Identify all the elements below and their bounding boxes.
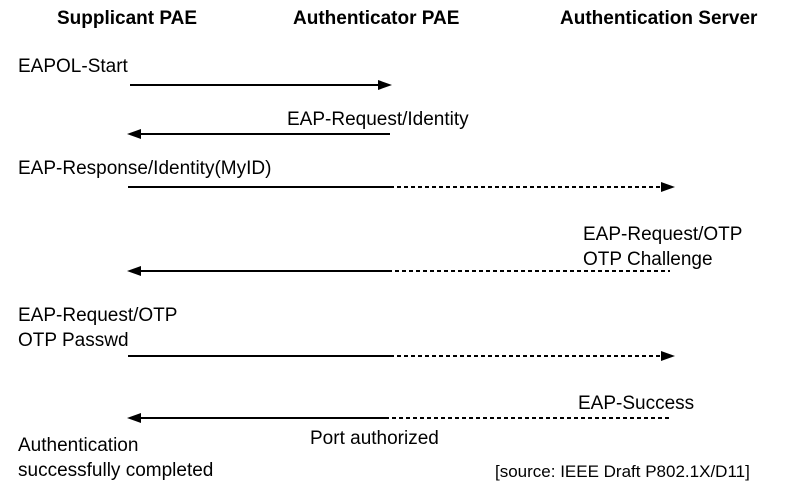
arrow-solid-line xyxy=(140,133,390,135)
note-port-authorized: Port authorized xyxy=(310,428,439,449)
arrow-solid-line xyxy=(130,84,379,86)
actor-header-authentication-server: Authentication Server xyxy=(560,8,758,29)
arrow-dashed-line xyxy=(390,186,662,188)
arrow-solid-line xyxy=(128,186,390,188)
arrowhead-right-icon xyxy=(378,80,392,90)
actor-header-authenticator-pae: Authenticator PAE xyxy=(293,8,460,29)
completion-text-line: successfully completed xyxy=(18,460,214,481)
message-label-eap-request-otp-passwd: EAP-Request/OTP OTP Passwd xyxy=(18,303,177,353)
message-label-line: OTP Challenge xyxy=(583,249,713,270)
message-label-eap-success: EAP-Success xyxy=(578,393,695,414)
arrow-dashed-line xyxy=(388,270,670,272)
arrow-solid-line xyxy=(140,417,385,419)
actor-header-supplicant-pae: Supplicant PAE xyxy=(57,8,198,29)
arrowhead-left-icon xyxy=(127,129,141,139)
message-label-line: OTP Passwd xyxy=(18,330,129,351)
message-label-eapol-start: EAPOL-Start xyxy=(18,56,128,77)
arrowhead-right-icon xyxy=(661,351,675,361)
message-label-eap-request-identity: EAP-Request/Identity xyxy=(287,109,469,130)
arrow-solid-line xyxy=(140,270,388,272)
arrow-dashed-line xyxy=(385,417,672,419)
arrowhead-left-icon xyxy=(127,266,141,276)
completion-text-line: Authentication xyxy=(18,435,139,456)
message-label-eap-request-otp-challenge: EAP-Request/OTP OTP Challenge xyxy=(583,222,742,272)
message-label-line: EAP-Request/OTP xyxy=(583,224,743,245)
message-label-eap-response-identity: EAP-Response/Identity(MyID) xyxy=(18,158,272,179)
completion-text: Authentication successfully completed xyxy=(18,433,213,483)
arrowhead-left-icon xyxy=(127,413,141,423)
message-label-line: EAP-Request/OTP xyxy=(18,305,178,326)
arrow-solid-line xyxy=(128,355,390,357)
arrowhead-right-icon xyxy=(661,182,675,192)
source-citation: [source: IEEE Draft P802.1X/D11] xyxy=(495,462,750,481)
arrow-dashed-line xyxy=(390,355,662,357)
